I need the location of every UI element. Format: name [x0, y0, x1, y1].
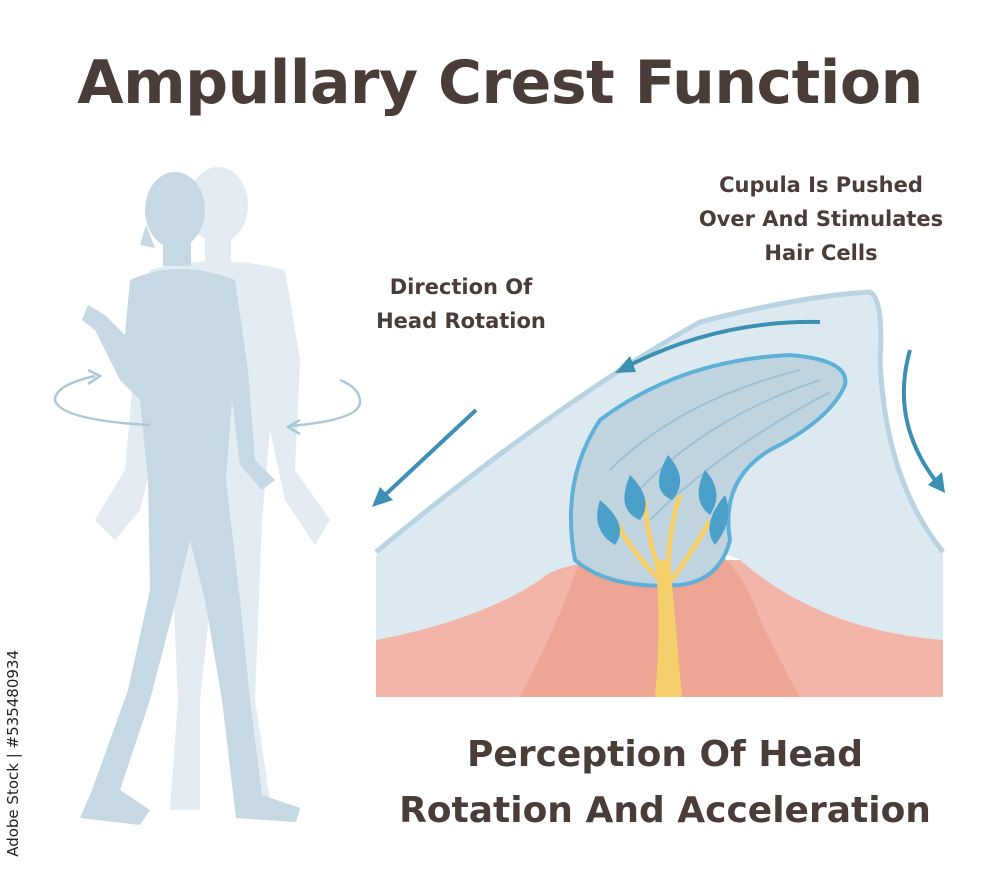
- caption-line: Perception Of Head: [467, 734, 863, 775]
- rotation-arrow-icon: [53, 368, 362, 436]
- cupula-label-line: Cupula Is Pushed: [719, 173, 923, 197]
- ampulla-diagram: [374, 289, 945, 697]
- caption-line: Rotation And Acceleration: [399, 790, 931, 831]
- direction-label-line: Direction Of: [389, 275, 533, 299]
- cupula-label-line: Over And Stimulates: [698, 207, 944, 231]
- cupula-label-line: Hair Cells: [764, 241, 878, 265]
- direction-label: Direction Of Head Rotation: [356, 270, 566, 338]
- caption: Perception Of Head Rotation And Accelera…: [370, 727, 960, 839]
- cupula-label: Cupula Is Pushed Over And Stimulates Hai…: [686, 168, 956, 270]
- direction-arrow-icon: [372, 319, 945, 507]
- body-silhouette: [80, 172, 300, 825]
- direction-label-line: Head Rotation: [376, 309, 546, 333]
- stock-credit: Adobe Stock | #535480934: [4, 650, 22, 857]
- page-title: Ampullary Crest Function: [77, 48, 923, 118]
